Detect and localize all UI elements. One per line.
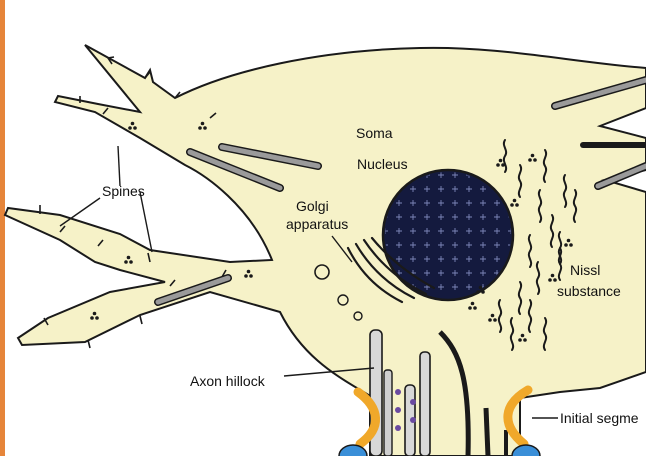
vesicle-dot bbox=[528, 158, 532, 162]
node-right bbox=[511, 444, 541, 456]
vesicle-dot bbox=[200, 121, 205, 126]
cell-body bbox=[3, 44, 646, 456]
vesicle-dot bbox=[470, 301, 475, 306]
vesicle-dot bbox=[498, 158, 503, 163]
label-axon-hillock: Axon hillock bbox=[190, 373, 266, 389]
vesicle-dot bbox=[129, 260, 133, 264]
vesicle-dot bbox=[244, 274, 248, 278]
vesicle-dot bbox=[246, 269, 251, 274]
vesicle-dot bbox=[90, 316, 94, 320]
vesicle-dot bbox=[468, 306, 472, 310]
label-nucleus: Nucleus bbox=[357, 156, 408, 172]
vesicle-dot bbox=[518, 338, 522, 342]
vesicle-dot bbox=[198, 126, 202, 130]
label-golgi-2: apparatus bbox=[286, 216, 348, 232]
node-left bbox=[338, 444, 368, 456]
vesicle-dot bbox=[124, 260, 128, 264]
vesicle-dot bbox=[512, 198, 517, 203]
vesicle-dot bbox=[515, 203, 519, 207]
nissl-squiggle bbox=[517, 281, 523, 315]
vesicle-dot bbox=[501, 163, 505, 167]
vesicle-dot bbox=[548, 278, 552, 282]
label-spines: Spines bbox=[102, 183, 145, 199]
nissl-squiggle bbox=[562, 174, 568, 208]
label-nissl-1: Nissl bbox=[570, 262, 600, 278]
nissl-squiggle bbox=[527, 299, 533, 333]
left-edge-accent bbox=[0, 0, 5, 456]
vesicle-dot bbox=[133, 126, 137, 130]
vesicle-dot bbox=[490, 313, 495, 318]
spine-knobs bbox=[39, 56, 227, 349]
vesicle-dot bbox=[476, 290, 480, 294]
synaptic-vesicles bbox=[395, 389, 416, 431]
nissl-squiggle bbox=[557, 231, 563, 265]
vesicle-dot bbox=[530, 153, 535, 158]
vesicle-dot bbox=[128, 126, 132, 130]
vesicle-dot bbox=[203, 126, 207, 130]
vesicle-dot bbox=[481, 290, 485, 294]
vesicle-dot bbox=[473, 306, 477, 310]
vesicle-dot bbox=[510, 203, 514, 207]
vesicle-dot bbox=[569, 243, 573, 247]
nissl-squiggle bbox=[502, 139, 508, 173]
vesicle-dot bbox=[496, 163, 500, 167]
nissl-squiggle bbox=[497, 299, 503, 333]
vesicle-dot bbox=[566, 238, 571, 243]
leader-lines bbox=[59, 145, 558, 419]
nissl-squiggle bbox=[542, 317, 548, 351]
vesicle-dot bbox=[553, 278, 557, 282]
golgi-apparatus bbox=[314, 236, 436, 321]
nissl-squiggle bbox=[535, 261, 541, 295]
label-initial-segment: Initial segme bbox=[560, 410, 639, 426]
microtubules bbox=[154, 76, 646, 306]
vesicle-dot bbox=[488, 318, 492, 322]
label-nissl-2: substance bbox=[557, 283, 621, 299]
vesicle-dot bbox=[564, 243, 568, 247]
vesicle-dots bbox=[90, 121, 573, 342]
vesicle-dot bbox=[520, 333, 525, 338]
vesicle-dot bbox=[249, 274, 253, 278]
nissl-substance bbox=[497, 139, 578, 351]
myelin-left bbox=[353, 387, 380, 449]
vesicle-dot bbox=[523, 338, 527, 342]
vesicle-dot bbox=[92, 311, 97, 316]
nissl-squiggle bbox=[509, 317, 515, 351]
nissl-squiggle bbox=[517, 164, 523, 198]
vesicle-dot bbox=[478, 285, 483, 290]
myelin-right bbox=[503, 385, 533, 449]
nucleus-texture bbox=[385, 172, 511, 298]
label-golgi-1: Golgi bbox=[296, 198, 329, 214]
vesicle-dot bbox=[95, 316, 99, 320]
label-soma: Soma bbox=[356, 125, 393, 141]
vesicle-dot bbox=[493, 318, 497, 322]
nissl-squiggle bbox=[542, 149, 548, 183]
vesicle-dot bbox=[533, 158, 537, 162]
vesicle-dot bbox=[550, 273, 555, 278]
vesicle-dot bbox=[130, 121, 135, 126]
nissl-squiggle bbox=[527, 234, 533, 268]
nissl-squiggle bbox=[549, 214, 555, 248]
nissl-squiggle bbox=[572, 189, 578, 223]
axon bbox=[369, 329, 508, 456]
nissl-squiggle bbox=[537, 189, 543, 223]
vesicle-dot bbox=[126, 255, 131, 260]
